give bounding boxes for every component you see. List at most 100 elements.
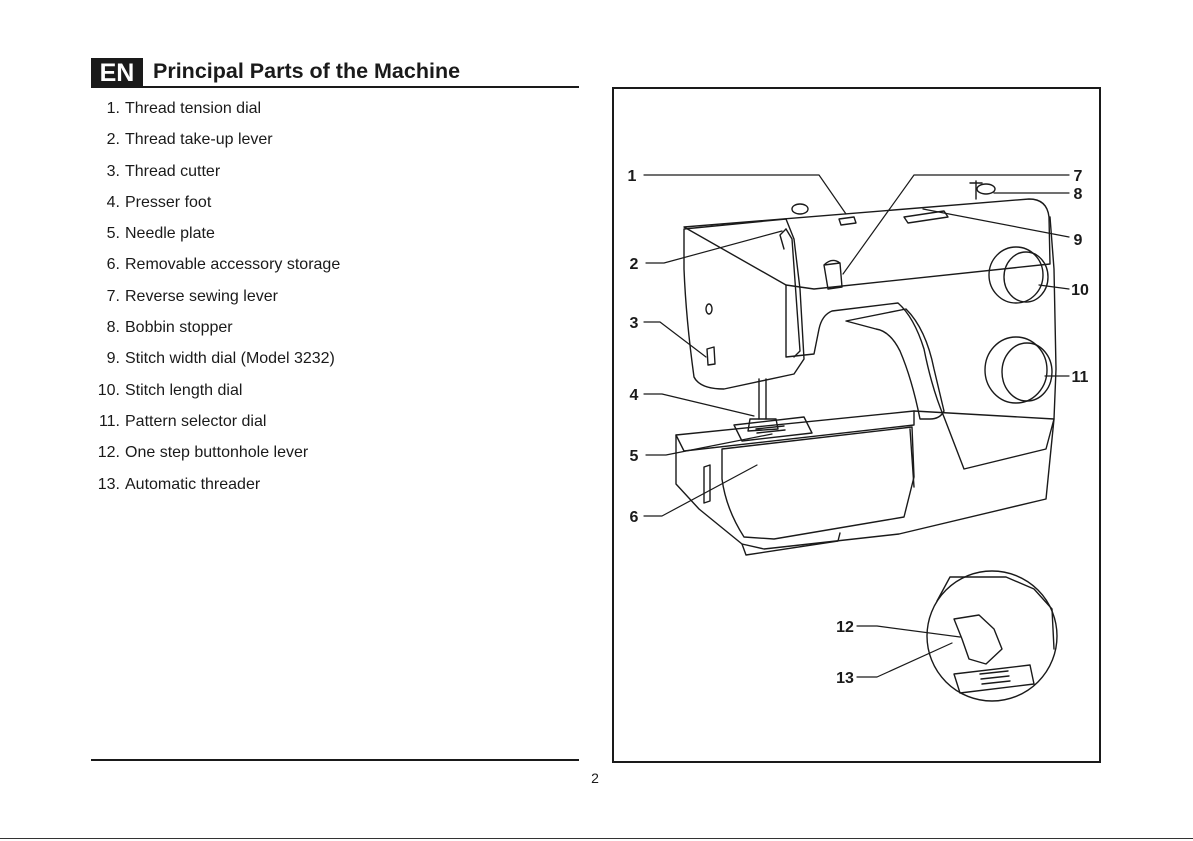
face-screw bbox=[705, 303, 713, 315]
callout-6: 6 bbox=[630, 509, 639, 526]
pattern-selector-dial bbox=[984, 336, 1048, 404]
inset-machine-arm bbox=[936, 576, 1055, 650]
part-number: 4. bbox=[106, 193, 120, 211]
callout-11: 11 bbox=[1072, 369, 1089, 386]
list-item: 9. Stitch width dial (Model 3232) bbox=[91, 349, 571, 380]
stitch-length-dial bbox=[988, 246, 1044, 304]
inset-needle-assembly bbox=[953, 614, 1003, 665]
list-item: 11.Pattern selector dial bbox=[91, 412, 571, 443]
tension-knob bbox=[791, 203, 809, 215]
inset-detail-circle bbox=[926, 570, 1058, 702]
page-edge-line bbox=[0, 838, 1193, 839]
take-up-slot bbox=[838, 216, 857, 226]
thread-guide-channel bbox=[785, 228, 801, 358]
parts-list: 1. Thread tension dial 2. Thread take-up l… bbox=[91, 99, 571, 506]
list-item: 1. Thread tension dial bbox=[91, 99, 571, 130]
leader-2 bbox=[645, 230, 783, 264]
callout-1: 1 bbox=[628, 168, 637, 185]
part-label: Thread take-up lever bbox=[125, 131, 273, 149]
section-header: EN Principal Parts of the Machine bbox=[91, 58, 579, 88]
list-item: 7. Reverse sewing lever bbox=[91, 287, 571, 318]
callout-3: 3 bbox=[630, 315, 639, 332]
part-label: Thread tension dial bbox=[125, 100, 262, 117]
thread-cutter-shape bbox=[706, 346, 716, 366]
take-up-lever-shape bbox=[779, 228, 787, 250]
leader-1 bbox=[643, 174, 847, 215]
leader-13 bbox=[856, 642, 953, 678]
base-top-edge bbox=[675, 410, 915, 452]
base-side-slot bbox=[703, 464, 711, 504]
inset-plate-grooves bbox=[979, 670, 1011, 685]
leader-12 bbox=[856, 625, 961, 638]
part-label: Removable accessory storage bbox=[125, 256, 341, 274]
part-number: 1. bbox=[106, 100, 120, 117]
machine-front-cover bbox=[683, 218, 805, 390]
sewing-machine-illustration: 1 2 3 4 5 6 7 8 9 10 11 12 13 bbox=[628, 168, 1089, 702]
leader-9 bbox=[922, 208, 1070, 238]
list-item: 2. Thread take-up lever bbox=[91, 130, 571, 161]
part-number: 13. bbox=[97, 475, 120, 493]
part-label: Bobbin stopper bbox=[125, 319, 233, 337]
part-label: Thread cutter bbox=[125, 162, 221, 180]
callout-12: 12 bbox=[836, 619, 854, 636]
callout-10: 10 bbox=[1071, 282, 1089, 299]
part-number: 7. bbox=[106, 287, 120, 305]
callout-9: 9 bbox=[1074, 232, 1083, 249]
leader-lines bbox=[643, 174, 1070, 678]
callout-7: 7 bbox=[1074, 168, 1083, 185]
stitch-width-slot bbox=[903, 210, 949, 224]
list-item: 6. Removable accessory storage bbox=[91, 255, 571, 286]
page-number: 2 bbox=[591, 770, 599, 786]
leader-7 bbox=[842, 174, 1070, 275]
list-item: 4. Presser foot bbox=[91, 193, 571, 224]
list-item: 8. Bobbin stopper bbox=[91, 318, 571, 349]
part-label: Needle plate bbox=[125, 225, 215, 243]
spool-pin bbox=[969, 180, 983, 200]
part-label: Presser foot bbox=[125, 193, 212, 211]
leader-4 bbox=[643, 393, 755, 417]
part-number: 6. bbox=[106, 256, 120, 274]
list-item: 10. Stitch length dial bbox=[91, 381, 571, 412]
part-number: 5. bbox=[106, 225, 120, 243]
part-number: 12. bbox=[97, 444, 120, 462]
machine-base bbox=[675, 410, 1055, 550]
part-label: Stitch length dial bbox=[125, 381, 243, 399]
list-item: 12. One step buttonhole lever bbox=[91, 443, 571, 474]
bobbin-winder bbox=[976, 183, 996, 195]
part-label: One step buttonhole lever bbox=[125, 444, 309, 462]
machine-figure: 1 2 3 4 5 6 7 8 9 10 11 12 13 bbox=[612, 87, 1101, 763]
presser-bar bbox=[758, 378, 767, 420]
arm-inner-curve bbox=[845, 308, 945, 420]
machine-right-column bbox=[785, 216, 1057, 470]
base-foot bbox=[741, 532, 841, 556]
header-divider bbox=[91, 86, 579, 88]
list-item: 3. Thread cutter bbox=[91, 162, 571, 193]
plate-grooves bbox=[755, 425, 786, 434]
part-number: 8. bbox=[106, 319, 120, 337]
leader-10 bbox=[1038, 284, 1070, 290]
needle-plate-shape bbox=[733, 416, 813, 442]
page-title: Principal Parts of the Machine bbox=[153, 59, 461, 83]
callout-2: 2 bbox=[630, 256, 639, 273]
language-badge: EN bbox=[91, 58, 143, 88]
leader-5 bbox=[645, 433, 773, 456]
part-number: 10. bbox=[97, 381, 120, 399]
part-number: 2. bbox=[106, 131, 120, 149]
inset-plate bbox=[953, 664, 1035, 694]
part-label: Reverse sewing lever bbox=[125, 287, 278, 305]
stitch-length-dial-face bbox=[1003, 251, 1049, 303]
part-label: Pattern selector dial bbox=[125, 412, 267, 430]
part-label: Automatic threader bbox=[125, 475, 261, 493]
storage-line bbox=[909, 428, 915, 488]
part-label: Stitch width dial (Model 3232) bbox=[125, 350, 335, 368]
callout-8: 8 bbox=[1074, 186, 1083, 203]
part-number: 3. bbox=[106, 162, 120, 180]
part-number: 9. bbox=[106, 350, 120, 368]
list-item: 13. Automatic threader bbox=[91, 475, 571, 506]
callout-13: 13 bbox=[836, 670, 854, 687]
callout-5: 5 bbox=[630, 448, 639, 465]
leader-6 bbox=[643, 464, 758, 517]
list-item: 5. Needle plate bbox=[91, 224, 571, 255]
machine-top-body bbox=[683, 198, 1051, 290]
leader-3 bbox=[643, 321, 707, 358]
